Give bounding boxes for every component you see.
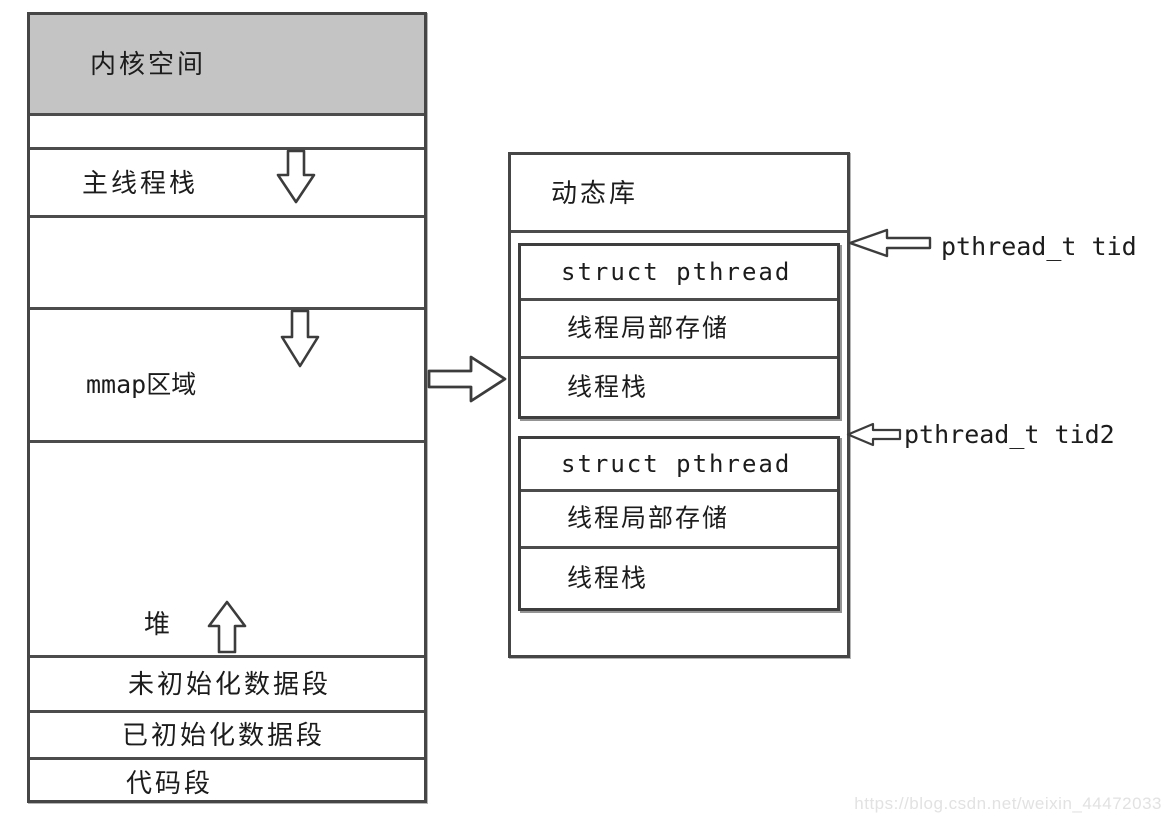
dynamic-library-label: 动态库	[551, 177, 639, 208]
watermark-text: https://blog.csdn.net/weixin_44472033	[854, 794, 1162, 813]
section-gap-2	[30, 218, 424, 310]
struct-pthread-row: struct pthread	[521, 439, 837, 492]
section-main-thread-stack: 主线程栈	[30, 149, 424, 218]
initialized-data-label: 已初始化数据段	[122, 720, 326, 750]
right-arrow-icon	[427, 355, 507, 403]
thread-stack-label: 线程栈	[567, 564, 649, 592]
section-uninitialized-data: 未初始化数据段	[30, 658, 424, 713]
heap-label: 堆	[144, 609, 174, 639]
up-arrow-icon	[207, 600, 247, 654]
struct-pthread-row: struct pthread	[521, 246, 837, 301]
down-arrow-icon	[276, 149, 316, 204]
thread-local-storage-row: 线程局部存储	[521, 301, 837, 359]
thread-local-storage-label: 线程局部存储	[567, 504, 730, 533]
thread-stack-row: 线程栈	[521, 549, 837, 608]
pthread-tid2-label: pthread_t tid2	[904, 420, 1115, 449]
thread-stack-row: 线程栈	[521, 359, 837, 416]
kernel-space-label: 内核空间	[90, 49, 207, 79]
mmap-region-label: mmap区域	[86, 370, 197, 399]
dynamic-library-box: 动态库 struct pthread 线程局部存储 线程栈 struct pth…	[508, 152, 850, 658]
thread-stack-label: 线程栈	[567, 373, 649, 401]
thread-local-storage-label: 线程局部存储	[567, 314, 730, 342]
thread-local-storage-row: 线程局部存储	[521, 492, 837, 549]
left-arrow-icon	[846, 422, 902, 447]
process-address-space-box: 内核空间 主线程栈 mmap区域 堆 未初始化数据段 已初始化数据段	[27, 12, 427, 803]
pthread-tid-label: pthread_t tid	[941, 232, 1137, 261]
main-thread-stack-label: 主线程栈	[82, 167, 199, 198]
thread-block-2: struct pthread 线程局部存储 线程栈	[518, 436, 840, 611]
down-arrow-icon	[280, 309, 320, 368]
section-initialized-data: 已初始化数据段	[30, 713, 424, 760]
uninitialized-data-label: 未初始化数据段	[128, 669, 332, 699]
thread-block-1: struct pthread 线程局部存储 线程栈	[518, 243, 840, 419]
section-heap: 堆	[30, 443, 424, 658]
struct-pthread-label: struct pthread	[561, 450, 792, 478]
struct-pthread-label: struct pthread	[561, 258, 792, 286]
left-arrow-icon	[848, 228, 932, 258]
dynamic-library-title-row: 动态库	[511, 155, 847, 233]
section-kernel-space: 内核空间	[30, 15, 424, 116]
section-code-segment: 代码段	[30, 760, 424, 806]
code-segment-label: 代码段	[126, 768, 214, 798]
section-mmap-region: mmap区域	[30, 309, 424, 443]
section-gap-1	[30, 116, 424, 150]
